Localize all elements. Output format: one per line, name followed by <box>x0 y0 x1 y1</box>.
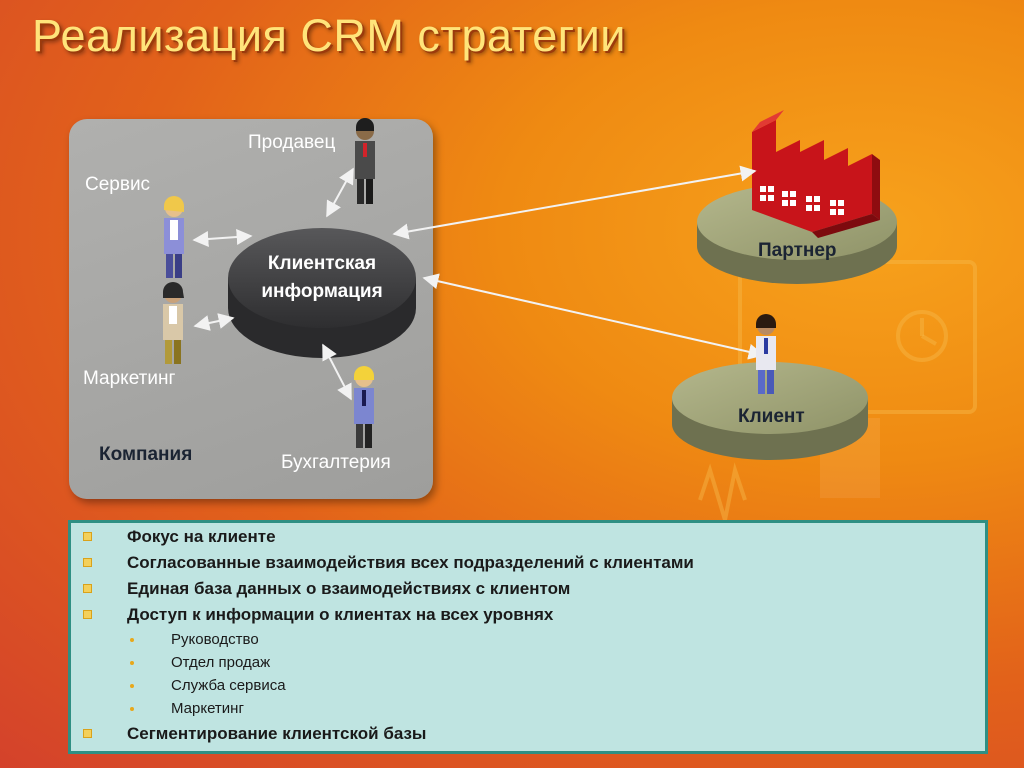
sub-bullet-item: Руководство <box>71 628 985 651</box>
accounting-label: Бухгалтерия <box>281 452 391 473</box>
arrow-service <box>192 229 253 247</box>
partner-label: Партнер <box>758 240 837 261</box>
bullet-item: Единая база данных о взаимодействиях с к… <box>71 576 985 602</box>
client-platform <box>672 362 868 460</box>
client-label: Клиент <box>738 406 805 427</box>
dot-bullet-icon <box>130 684 134 688</box>
square-bullet-icon <box>83 584 92 593</box>
connector-arrows <box>192 165 765 401</box>
accounting-figure-icon <box>354 366 374 448</box>
client-info-line1: Клиентская <box>267 253 377 274</box>
marketing-figure-icon <box>163 282 184 364</box>
sub-bullet-item: Маркетинг <box>71 697 985 720</box>
square-bullet-icon <box>83 532 92 541</box>
arrow-marketing <box>193 313 235 331</box>
service-label: Сервис <box>85 174 151 195</box>
bullet-text: Согласованные взаимодействия всех подраз… <box>127 553 694 572</box>
arrow-seller <box>326 167 354 218</box>
bullet-box: Фокус на клиенте Согласованные взаимодей… <box>68 520 988 754</box>
dot-bullet-icon <box>130 638 134 642</box>
bullet-text: Доступ к информации о клиентах на всех у… <box>127 605 554 624</box>
slide-title: Реализация CRM стратегии <box>32 10 626 61</box>
bullet-item: Сегментирование клиентской базы <box>71 721 985 747</box>
square-bullet-icon <box>83 729 92 738</box>
bullet-item: Фокус на клиенте <box>71 524 985 550</box>
bullet-list: Фокус на клиенте Согласованные взаимодей… <box>71 523 985 747</box>
client-info-label: Клиентская информация <box>232 250 412 306</box>
bullet-text: Фокус на клиенте <box>127 527 276 546</box>
seller-label: Продавец <box>248 132 336 153</box>
marketing-label: Маркетинг <box>83 368 176 389</box>
arrow-accounting <box>322 343 352 401</box>
bullet-text: Единая база данных о взаимодействиях с к… <box>127 579 571 598</box>
company-label: Компания <box>99 444 193 465</box>
dot-bullet-icon <box>130 661 134 665</box>
sub-bullet-text: Руководство <box>171 631 259 648</box>
bullet-text: Сегментирование клиентской базы <box>127 724 427 743</box>
client-figure-icon <box>756 314 776 394</box>
sub-bullet-text: Служба сервиса <box>171 677 286 694</box>
factory-icon <box>752 110 880 238</box>
square-bullet-icon <box>83 558 92 567</box>
dot-bullet-icon <box>130 707 134 711</box>
bullet-item: Согласованные взаимодействия всех подраз… <box>71 550 985 576</box>
sub-bullet-text: Маркетинг <box>171 700 244 717</box>
arrow-partner <box>392 165 757 240</box>
client-info-line2: информация <box>261 281 383 302</box>
service-figure-icon <box>164 196 184 278</box>
client-info-hub <box>228 228 416 358</box>
arrow-client <box>422 273 765 360</box>
sub-bullet-item: Отдел продаж <box>71 651 985 674</box>
bullet-item: Доступ к информации о клиентах на всех у… <box>71 602 985 628</box>
sub-bullet-text: Отдел продаж <box>171 654 271 671</box>
seller-figure-icon <box>355 118 375 204</box>
sub-bullet-item: Служба сервиса <box>71 674 985 697</box>
square-bullet-icon <box>83 610 92 619</box>
